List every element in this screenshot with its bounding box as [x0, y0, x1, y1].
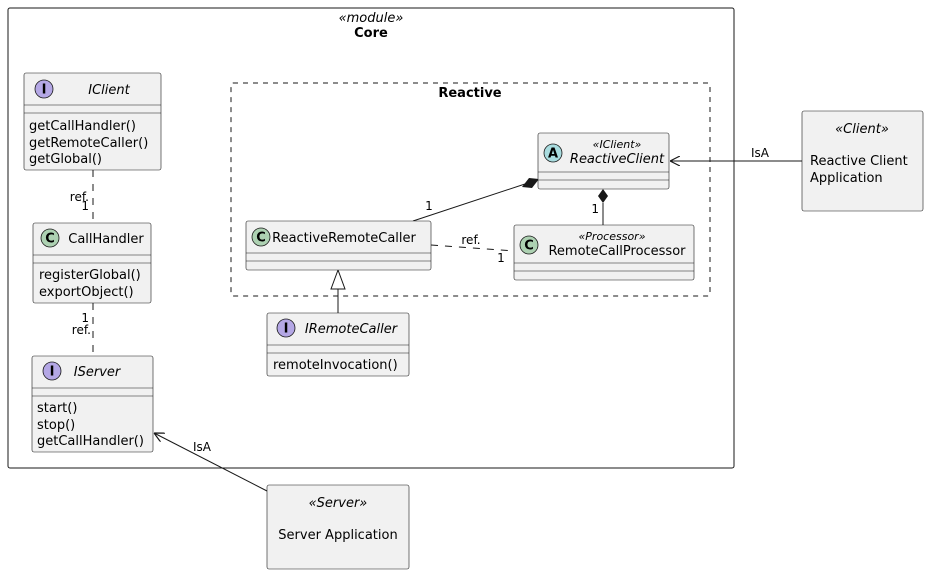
class-icon: [519, 235, 539, 255]
class-remotecallprocessor[interactable]: C «Processor» RemoteCallProcessor: [513, 224, 695, 281]
abstract-class-icon: [543, 143, 563, 163]
method: stop(): [37, 418, 75, 433]
relation-rcp-rc-mult: 1: [591, 202, 599, 216]
package-reactive-name: Reactive: [438, 86, 501, 101]
class-iserver-name: IServer: [74, 365, 122, 380]
node-client-line: Reactive Client: [810, 154, 908, 169]
method: getCallHandler(): [29, 119, 136, 134]
class-reactiveclient-name: ReactiveClient: [570, 152, 665, 167]
relation-callhandler-iserver-label: ref.: [72, 323, 91, 337]
method: getCallHandler(): [37, 434, 144, 449]
class-iclient-name: IClient: [88, 83, 130, 98]
composition-diamond-rcp: [598, 189, 608, 203]
node-client-stereotype: «Client»: [835, 122, 889, 137]
node-reactive-client-application[interactable]: «Client» Reactive Client Application: [801, 110, 924, 212]
module-stereotype: «module»: [339, 11, 404, 26]
interface-icon: [34, 79, 54, 99]
class-icon-letter: C: [256, 231, 266, 246]
inheritance-triangle: [330, 268, 346, 290]
class-icon-letter: C: [524, 239, 534, 254]
interface-icon-letter: I: [50, 365, 55, 380]
method: exportObject(): [39, 285, 134, 300]
method: start(): [37, 401, 77, 416]
node-server-stereotype: «Server»: [309, 496, 368, 511]
node-server-line: Server Application: [278, 528, 397, 543]
interface-icon: [42, 361, 62, 381]
class-reactiveclient[interactable]: A «IClient» ReactiveClient: [537, 132, 670, 190]
class-reactiveremotecaller-name: ReactiveRemoteCaller: [272, 231, 416, 246]
relation-rrc-rc-mult: 1: [425, 199, 433, 213]
class-icon: [251, 227, 271, 247]
class-reactiveclient-stereotype: «IClient»: [593, 138, 642, 151]
node-server-application[interactable]: «Server» Server Application: [266, 484, 410, 570]
interface-icon-letter: I: [42, 83, 47, 98]
class-iserver[interactable]: I IServer start() stop() getCallHandler(…: [31, 355, 154, 453]
class-callhandler[interactable]: C CallHandler registerGlobal() exportObj…: [32, 222, 152, 304]
method: remoteInvocation(): [273, 358, 398, 373]
relation-server-isa: [154, 433, 268, 492]
relation-iclient-callhandler-label: ref.: [70, 190, 89, 204]
class-reactiveremotecaller[interactable]: C ReactiveRemoteCaller: [245, 220, 432, 271]
relation-client-isa-label: IsA: [751, 146, 770, 160]
package-reactive-frame: [230, 82, 711, 297]
abstract-class-icon-letter: A: [548, 147, 558, 162]
class-iremotecaller[interactable]: I IRemoteCaller remoteInvocation(): [266, 312, 410, 377]
relation-rrc-rc: [412, 182, 529, 222]
method: getRemoteCaller(): [29, 136, 148, 151]
relation-iclient-callhandler-mult: 1: [81, 199, 89, 213]
class-callhandler-name: CallHandler: [68, 232, 144, 247]
composition-diamond-rrc: [522, 178, 539, 188]
class-icon-letter: C: [45, 232, 55, 247]
class-remotecallprocessor-name: RemoteCallProcessor: [548, 244, 686, 259]
method: registerGlobal(): [39, 268, 141, 283]
relation-rrc-rcp-label: ref.: [461, 233, 480, 247]
interface-icon: [276, 318, 296, 338]
module-name: Core: [354, 26, 388, 41]
relation-callhandler-iserver-mult: 1: [81, 311, 89, 325]
interface-icon-letter: I: [284, 322, 289, 337]
relation-server-isa-label: IsA: [193, 440, 212, 454]
class-remotecallprocessor-stereotype: «Processor»: [579, 230, 646, 243]
class-iclient[interactable]: I IClient getCallHandler() getRemoteCall…: [23, 72, 162, 171]
class-icon: [40, 228, 60, 248]
class-iremotecaller-name: IRemoteCaller: [305, 322, 399, 337]
relation-rrc-rcp-mult: 1: [497, 251, 505, 265]
node-client-line: Application: [810, 171, 883, 186]
method: getGlobal(): [29, 152, 102, 167]
